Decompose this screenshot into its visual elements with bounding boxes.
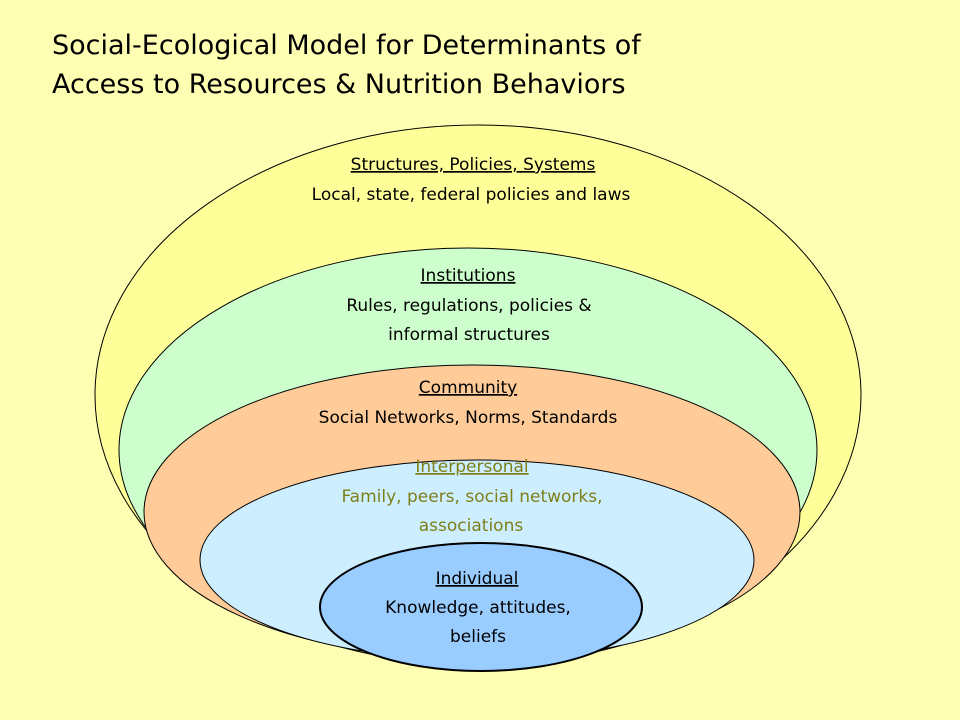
title-line-2: Access to Resources & Nutrition Behavior… — [52, 69, 626, 100]
title-line-1: Social-Ecological Model for Determinants… — [52, 30, 641, 61]
diagram-title: Social-Ecological Model for Determinants… — [52, 26, 912, 104]
desc-institutions-line-1: Rules, regulations, policies & — [346, 296, 591, 316]
desc-interpersonal-line-1: Family, peers, social networks, — [341, 487, 602, 507]
desc-institutions-line-2: informal structures — [388, 325, 550, 345]
desc-structures-line-1: Local, state, federal policies and laws — [312, 185, 631, 205]
desc-individual-line-2: beliefs — [450, 627, 506, 647]
heading-institutions: Institutions — [421, 266, 516, 286]
ellipse-individual — [319, 542, 643, 672]
desc-individual-line-1: Knowledge, attitudes, — [385, 598, 571, 618]
heading-community: Community — [419, 378, 517, 398]
desc-interpersonal-line-2: associations — [419, 516, 524, 536]
desc-community-line-1: Social Networks, Norms, Standards — [319, 408, 618, 428]
heading-structures: Structures, Policies, Systems — [351, 155, 596, 175]
level-individual: Individual Knowledge, attitudes, beliefs — [319, 542, 643, 672]
heading-individual: Individual — [436, 569, 519, 589]
heading-interpersonal: Interpersonal — [415, 457, 528, 477]
